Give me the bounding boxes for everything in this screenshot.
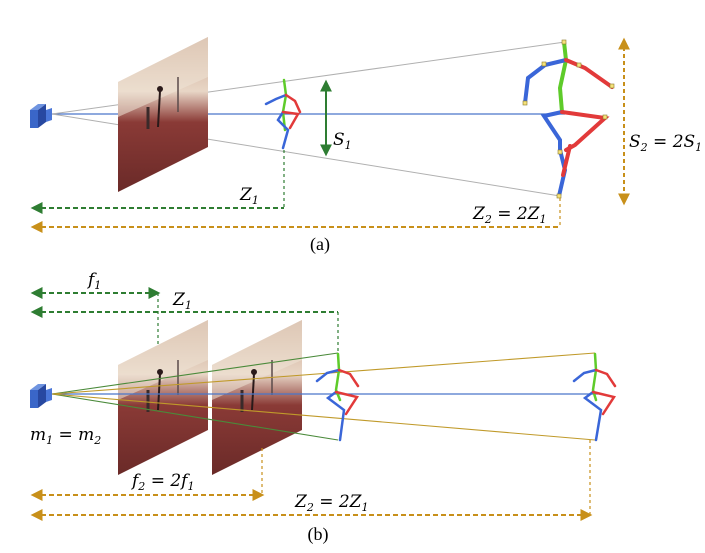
- ray-top-far-b: [51, 352, 596, 395]
- image-plane-b1: [116, 318, 210, 477]
- camera-icon-b: [30, 384, 52, 408]
- ray-bottom-near-b: [51, 393, 339, 441]
- panel-a: S1 S2 = 2S1 Z1 Z2 = 2Z1 (a): [30, 35, 702, 255]
- ray-bottom-far-b: [51, 393, 596, 441]
- panel-b: f1 Z1 m1 = m2: [30, 270, 617, 545]
- s2-label: S2 = 2S1: [629, 132, 702, 154]
- skeleton-far-b: [572, 352, 617, 442]
- image-plane-a: [116, 35, 210, 194]
- z1-label-a: Z1: [239, 185, 259, 207]
- z2-label-b: Z2 = 2Z1: [294, 492, 369, 514]
- joint-markers-a: [522, 39, 615, 199]
- image-plane-b2: [210, 318, 304, 477]
- skeleton-near-a: [264, 78, 302, 150]
- m-label: m1 = m2: [30, 425, 101, 447]
- f1-label: f1: [86, 270, 101, 292]
- caption-b: (b): [308, 524, 329, 545]
- s1-label: S1: [333, 130, 352, 152]
- f2-label: f2 = 2f1: [130, 471, 194, 493]
- ray-top-near-b: [51, 352, 339, 395]
- caption-a: (a): [310, 234, 330, 255]
- z2-label-a: Z2 = 2Z1: [472, 204, 547, 226]
- skeleton-far-a: [523, 40, 614, 198]
- skeleton-near-b: [315, 352, 360, 442]
- z1-label-b: Z1: [172, 290, 192, 312]
- camera-icon: [30, 104, 52, 128]
